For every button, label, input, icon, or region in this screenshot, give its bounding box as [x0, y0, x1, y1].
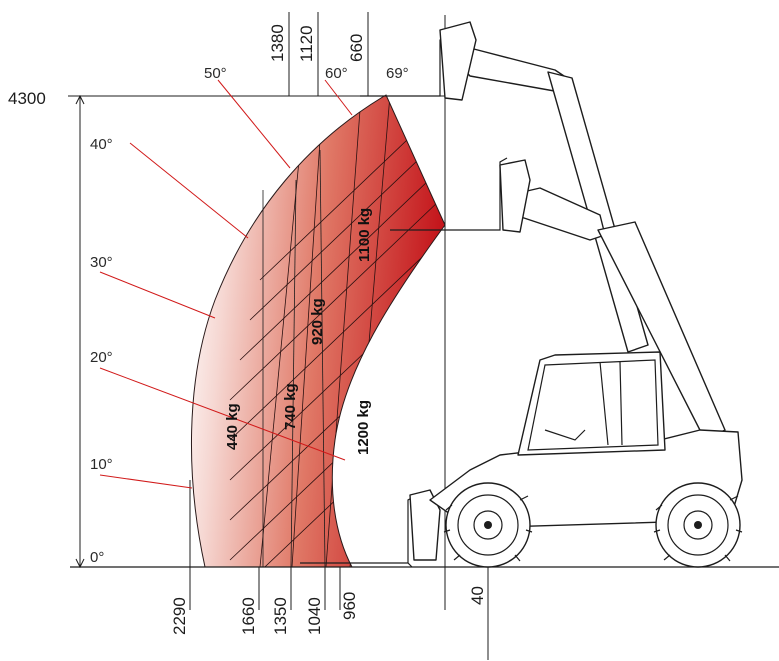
angle-50: 50° [204, 65, 227, 82]
telehandler-illustration [409, 21, 743, 568]
angle-leader-30 [99, 271, 216, 319]
angle-40: 40° [90, 136, 113, 153]
angle-leader-10 [99, 474, 193, 489]
angle-leader-60 [324, 79, 353, 116]
top-reach-1120: 1120 [297, 25, 316, 62]
bottom-reach-1350: 1350 [271, 597, 290, 635]
load-1100: 1100 kg [356, 208, 373, 262]
angle-0: 0° [90, 549, 104, 566]
load-1200: 1200 kg [355, 400, 372, 455]
load-zone [190, 94, 446, 568]
load-920: 920 kg [309, 298, 326, 345]
angle-20: 20° [90, 349, 113, 366]
angle-30: 30° [90, 254, 113, 271]
height-label: 4300 [8, 89, 46, 108]
bottom-reach-1660: 1660 [239, 597, 258, 635]
angle-10: 10° [90, 456, 113, 473]
load-440: 440 kg [224, 403, 241, 450]
angle-leader-20 [99, 367, 346, 461]
bottom-reach-40: 40 [468, 586, 487, 605]
zone-hatching [229, 95, 445, 567]
fork-mid [390, 157, 508, 231]
angle-leader-50 [217, 79, 291, 169]
bottom-reach-960: 960 [340, 592, 359, 620]
bottom-reach-1040: 1040 [305, 597, 324, 635]
load-740: 740 kg [282, 383, 299, 430]
angle-leader-40 [129, 142, 249, 239]
top-reach-660: 660 [347, 34, 366, 62]
top-reach-1380: 1380 [268, 24, 287, 62]
bottom-reach-2290: 2290 [170, 597, 189, 635]
angle-69: 69° [386, 65, 409, 82]
angle-60: 60° [325, 65, 348, 82]
